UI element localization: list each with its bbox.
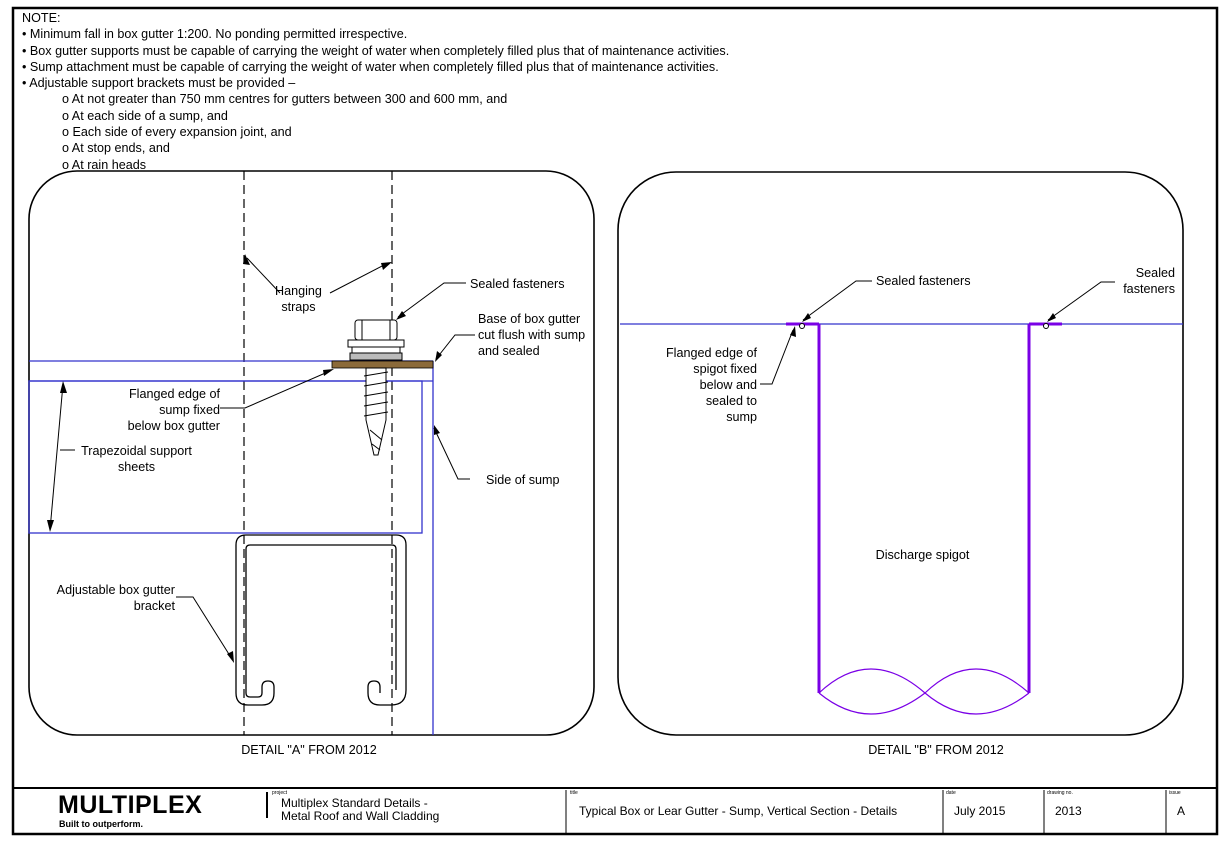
gutter-bracket: [235, 534, 407, 706]
title-caption: title: [570, 790, 578, 796]
notes-heading: NOTE:: [22, 11, 61, 25]
label-sealed-fasteners-b-right: Sealed fasteners: [1123, 266, 1175, 296]
note-sub-item: o At rain heads: [62, 157, 147, 172]
note-sub-item: o Each side of every expansion joint, an…: [62, 125, 292, 140]
project-caption: project: [272, 790, 288, 796]
spigot-fasteners: [799, 323, 1049, 329]
note-bullet: • Sump attachment must be capable of car…: [22, 59, 719, 74]
drawing-title: Typical Box or Lear Gutter - Sump, Verti…: [579, 804, 898, 818]
issue-caption: issue: [1169, 790, 1181, 796]
note-bullet: • Box gutter supports must be capable of…: [22, 43, 730, 58]
note-bullet: • Minimum fall in box gutter 1:200. No p…: [22, 27, 408, 42]
detail-a-drawing: [28, 170, 595, 736]
label-sealed-fasteners-a: Sealed fasteners: [470, 277, 565, 291]
sump-flange: [331, 360, 434, 369]
general-notes: NOTE: • Minimum fall in box gutter 1:200…: [22, 10, 729, 173]
fastener-screw: [347, 319, 405, 456]
sheet-border: [11, 6, 1219, 836]
detail-b-drawing: [617, 171, 1184, 736]
label-trapezoidal-sheets: Trapezoidal support sheets: [81, 444, 192, 474]
detail-a-leaders: [49, 257, 475, 660]
caption-detail-b: DETAIL "B" FROM 2012: [868, 743, 1004, 757]
drawing-number-caption: drawing no.: [1047, 790, 1073, 796]
label-sealed-fasteners-b-left: Sealed fasteners: [876, 274, 971, 288]
label-hanging-straps: Hanging straps: [275, 284, 322, 314]
note-sub-item: o At stop ends, and: [62, 141, 170, 156]
label-bracket: Adjustable box gutter bracket: [56, 583, 175, 613]
caption-detail-a: DETAIL "A" FROM 2012: [241, 743, 377, 757]
issue-letter: A: [1177, 804, 1186, 818]
detail-b-arrowheads: [790, 313, 1056, 337]
note-bullet: • Adjustable support brackets must be pr…: [22, 76, 296, 91]
label-flanged-edge-spigot: Flanged edge of spigot fixed below and s…: [665, 346, 757, 424]
logo-tagline: Built to outperform.: [59, 819, 143, 829]
detail-b-leaders: [760, 280, 1115, 385]
label-base-of-box-gutter: Base of box gutter cut flush with sump a…: [478, 312, 586, 358]
multiplex-logo: MULTIPLEX: [58, 791, 203, 819]
trapezoidal-sheet: [28, 380, 423, 534]
drawing-date: July 2015: [954, 804, 1006, 818]
label-discharge-spigot: Discharge spigot: [875, 548, 970, 562]
note-sub-item: o At not greater than 750 mm centres for…: [62, 92, 508, 107]
detail-b-frame: [617, 171, 1184, 736]
detail-a-arrowheads: [47, 254, 442, 663]
drawing-number: 2013: [1055, 804, 1082, 818]
label-flanged-edge-sump: Flanged edge of sump fixed below box gut…: [127, 387, 220, 433]
discharge-spigot-walls: [786, 322, 1062, 715]
title-block-lines: [266, 790, 1167, 834]
project-name: Multiplex Standard Details - Metal Roof …: [281, 796, 440, 823]
note-sub-item: o At each side of a sump, and: [62, 108, 228, 123]
label-side-of-sump: Side of sump: [486, 473, 560, 487]
date-caption: date: [946, 790, 956, 796]
